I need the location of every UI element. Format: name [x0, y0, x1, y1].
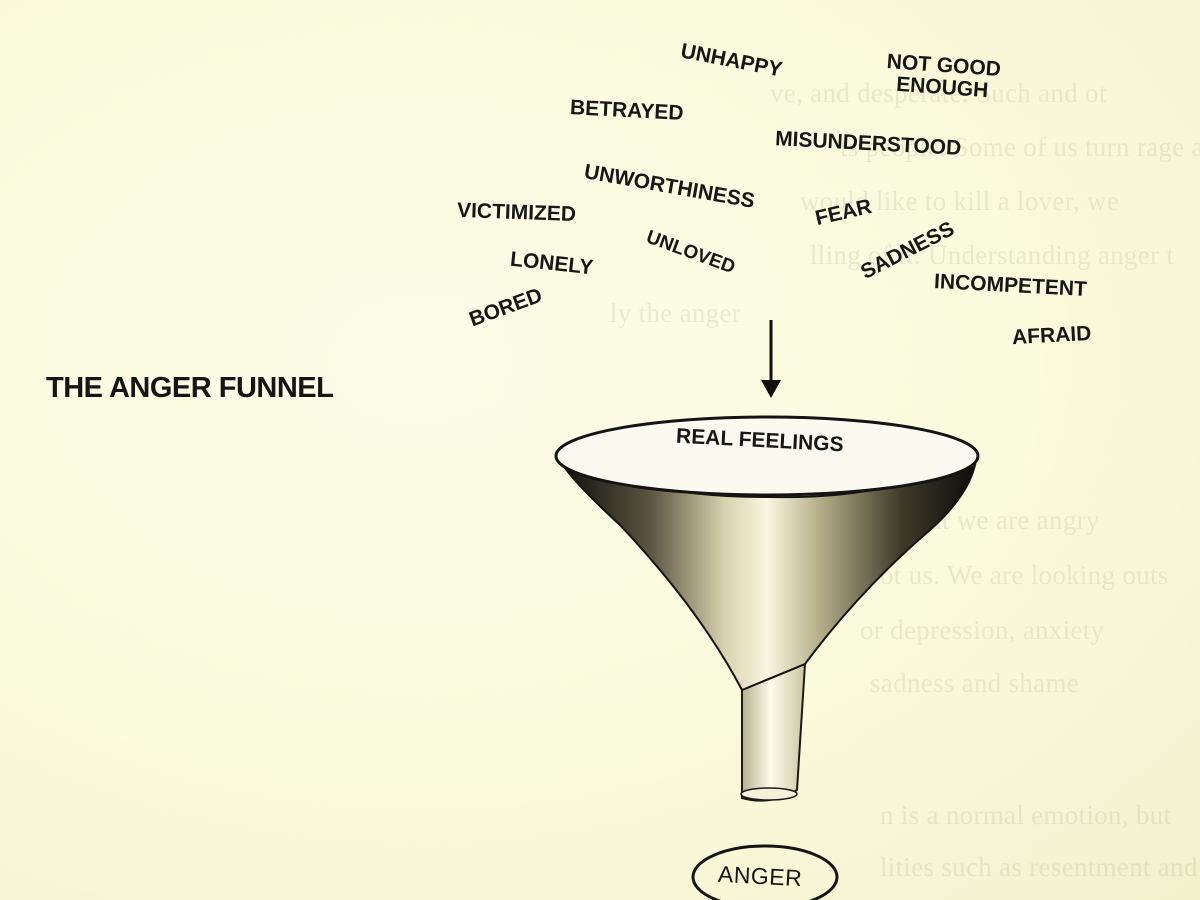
bleed-line: ve, and desperate. Such and ot: [770, 78, 1107, 108]
anger-label: ANGER: [717, 860, 803, 892]
bleed-line: ly the anger: [610, 298, 742, 328]
bleed-line: n is a normal emotion, but: [880, 800, 1172, 830]
diagram-title: THE ANGER FUNNEL: [46, 372, 334, 404]
bleed-line: sadness and shame: [870, 668, 1080, 698]
funnel-cone: [555, 450, 979, 692]
bleed-line: ot us. We are looking outs: [880, 560, 1169, 590]
bleed-line: ts people. Some of us turn rage ag: [840, 132, 1200, 162]
anger-oval: [691, 844, 839, 900]
down-arrow-icon: [761, 320, 781, 398]
bleed-line: lities such as resentment and: [880, 852, 1198, 882]
funnel-rim: [554, 415, 980, 497]
bleed-line: or depression, anxiety: [860, 615, 1105, 645]
bleed-line: lling of it. Understanding anger t: [810, 240, 1175, 270]
bleed-line: would like to kill a lover, we: [800, 186, 1120, 216]
